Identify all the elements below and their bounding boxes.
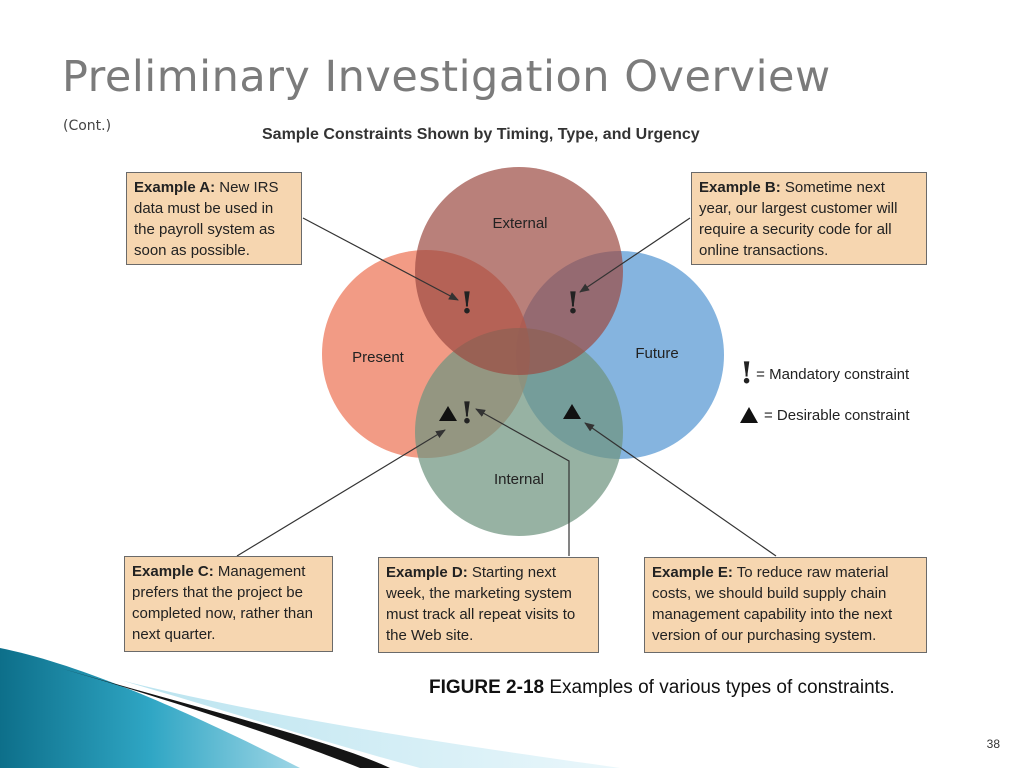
example-b-text: Sometime next year, our largest customer…: [699, 179, 898, 259]
example-b-box: Example B: Sometime next year, our large…: [691, 172, 927, 265]
figure-number: FIGURE 2-18: [429, 677, 545, 698]
mandatory-mark-a: !: [460, 286, 473, 321]
diagram-title: Sample Constraints Shown by Timing, Type…: [262, 126, 700, 143]
example-c-label: Example C:: [132, 563, 214, 580]
pointer-e: [584, 422, 777, 557]
legend-mandatory: ! = Mandatory constraint: [740, 359, 909, 389]
example-a-box: Example A: New IRS data must be used in …: [126, 172, 302, 265]
example-d-label: Example D:: [386, 564, 468, 581]
page-number: 38: [986, 737, 1000, 751]
example-e-label: Example E:: [652, 564, 733, 581]
mandatory-legend-icon: !: [740, 356, 754, 391]
mandatory-mark-b: !: [566, 286, 579, 321]
desirable-mark-e: [563, 404, 581, 419]
pointer-b: [579, 217, 691, 293]
pointer-c: [236, 429, 446, 557]
pointer-a: [302, 217, 459, 301]
example-b-label: Example B:: [699, 179, 781, 196]
corner-swoosh-decoration: [0, 648, 620, 768]
legend-desirable: = Desirable constraint: [738, 405, 910, 425]
example-e-text: To reduce raw material costs, we should …: [652, 564, 893, 644]
legend-mandatory-label: = Mandatory constraint: [756, 365, 910, 383]
slide-title: Preliminary Investigation Overview: [62, 52, 831, 102]
circle-external: [415, 167, 623, 375]
example-d-box: Example D: Starting next week, the marke…: [378, 557, 599, 653]
figure-caption-text: Examples of various types of constraints…: [544, 677, 895, 698]
example-d-text: Starting next week, the marketing system…: [386, 564, 576, 644]
example-e-box: Example E: To reduce raw material costs,…: [644, 557, 927, 653]
pointer-d: [475, 408, 570, 556]
desirable-mark-c: [439, 406, 457, 421]
slide-subtitle: (Cont.): [63, 118, 112, 134]
example-c-text: Management prefers that the project be c…: [132, 563, 313, 643]
example-a-label: Example A:: [134, 179, 216, 196]
mandatory-mark-d: !: [460, 396, 473, 431]
desirable-legend-icon: [740, 407, 758, 423]
circle-internal: [415, 328, 623, 536]
label-present: Present: [352, 349, 405, 366]
label-external: External: [492, 215, 547, 232]
figure-caption: FIGURE 2-18 Examples of various types of…: [429, 674, 899, 701]
label-future: Future: [635, 345, 678, 362]
label-internal: Internal: [494, 471, 544, 488]
example-c-box: Example C: Management prefers that the p…: [124, 556, 333, 652]
legend-desirable-label: = Desirable constraint: [764, 406, 910, 424]
example-a-text: New IRS data must be used in the payroll…: [134, 179, 279, 259]
